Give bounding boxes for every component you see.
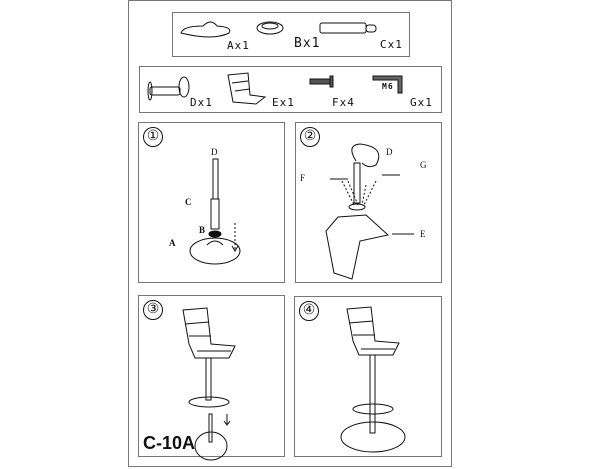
step-3-diagram [182, 307, 236, 461]
step-1-panel: ① D C B A [138, 122, 285, 283]
step-3-panel: ③ C-10A [138, 295, 285, 461]
callout-g: G [420, 160, 427, 170]
part-b-label: Bx1 [294, 36, 321, 51]
callout-a: A [169, 238, 176, 248]
step-4-number: ④ [299, 301, 319, 321]
step-1-diagram [189, 158, 241, 265]
callout-d: D [386, 147, 393, 157]
instruction-sheet-frame [128, 0, 452, 467]
part-f-label: Fx4 [332, 96, 355, 109]
callout-top-d: D [211, 147, 218, 157]
part-g-label: Gx1 [410, 96, 433, 109]
parts-list-row-1: Ax1 Bx1 Cx1 [172, 12, 410, 57]
part-a-label: Ax1 [227, 39, 250, 52]
step-2-diagram [325, 143, 414, 280]
step-4-diagram [340, 306, 406, 453]
part-f-bolt-icon [309, 75, 334, 88]
step-2-panel: ② D G F E [295, 122, 442, 283]
hex-key-size-label: M6 [382, 82, 394, 91]
part-d-lever-icon [147, 76, 190, 101]
parts-list-row-2: M6 Dx1 Ex1 Fx4 Gx1 [139, 66, 442, 113]
part-e-seat-icon [227, 72, 267, 105]
callout-f: F [300, 173, 306, 183]
step-3-number: ③ [143, 300, 163, 320]
step-4-panel: ④ [294, 296, 442, 457]
callout-e: E [420, 229, 426, 239]
model-code: C-10A [143, 433, 196, 453]
step-2-number: ② [300, 127, 320, 147]
part-a-base-icon [180, 21, 231, 38]
parts-row-2-drawings [147, 72, 403, 105]
part-b-ring-icon [256, 21, 284, 35]
part-e-label: Ex1 [272, 96, 295, 109]
part-d-label: Dx1 [190, 96, 213, 109]
part-g-hex-key-icon [372, 75, 403, 94]
part-c-label: Cx1 [380, 38, 403, 51]
step-1-number: ① [143, 127, 163, 147]
callout-b: B [199, 225, 206, 235]
parts-row-1-drawings [180, 21, 377, 38]
callout-c: C [185, 197, 192, 207]
part-c-cylinder-icon [319, 22, 377, 34]
